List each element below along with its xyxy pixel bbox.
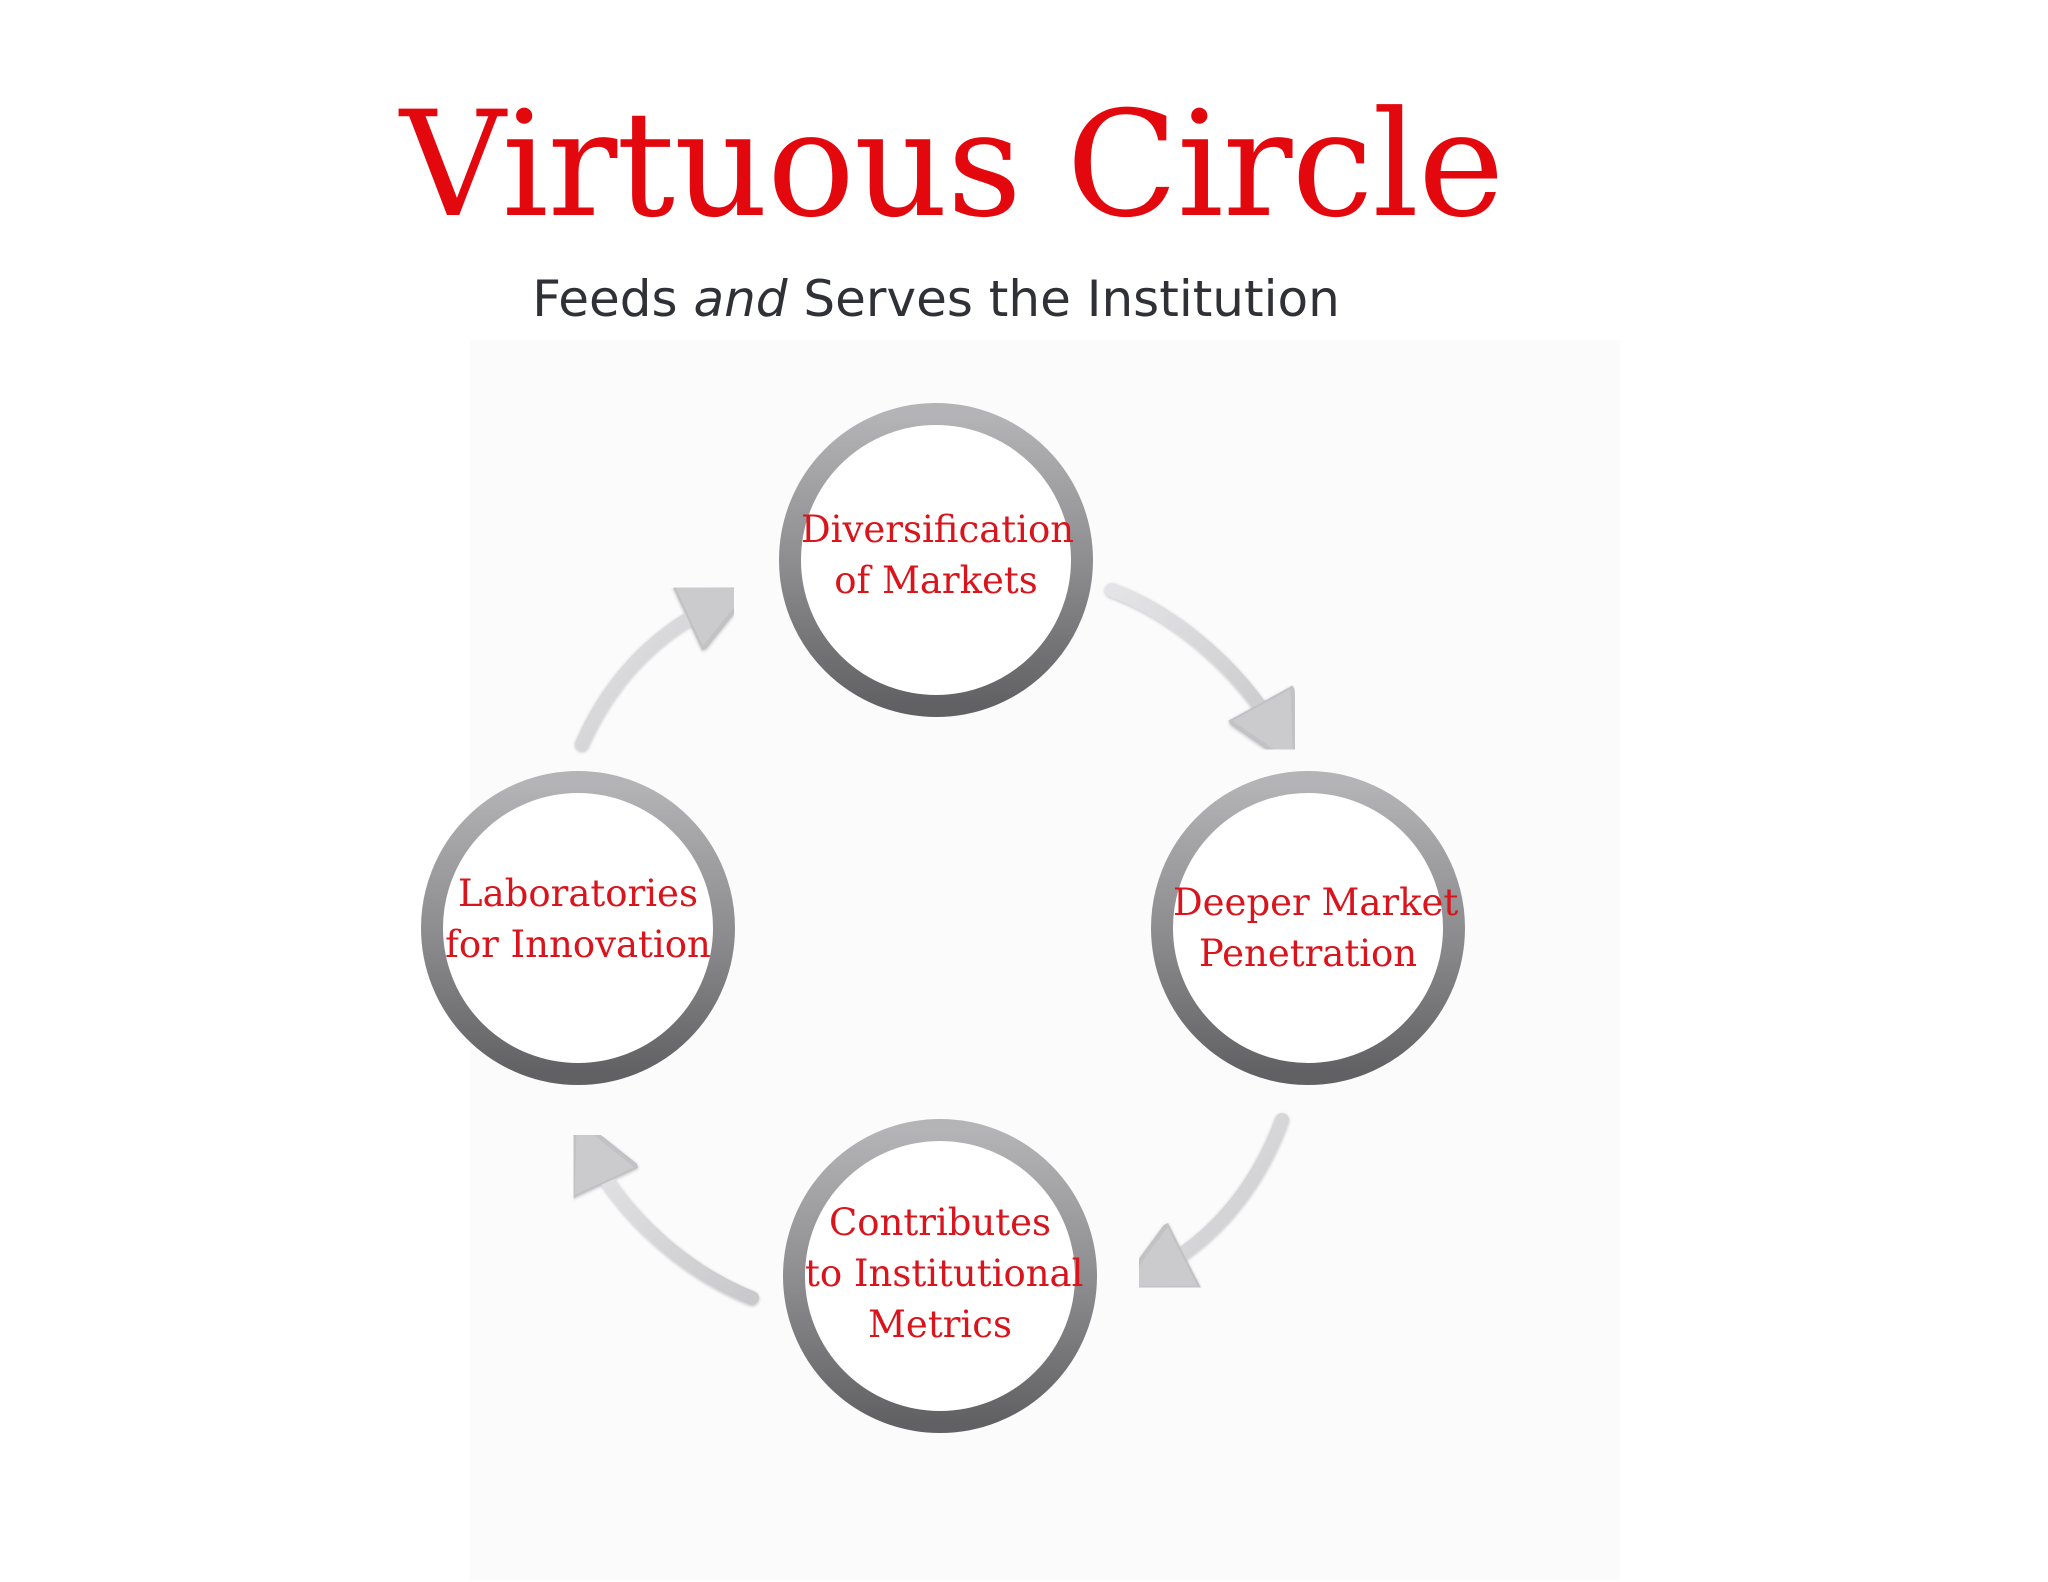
node-bottom-ring	[783, 1119, 1097, 1433]
diagram-subtitle: Feeds and Serves the Institution	[380, 274, 1492, 324]
node-left-ring	[421, 771, 735, 1085]
node-left-label: Laboratories for Innovation	[443, 868, 713, 970]
node-top-line-1: Diversification	[801, 508, 1075, 551]
arrow-left-to-top	[575, 602, 720, 751]
node-left-line-1: Laboratories	[458, 872, 698, 915]
arrow-bottom-to-left	[590, 1150, 759, 1305]
arrow-right-to-bottom	[1152, 1113, 1289, 1272]
node-right-ring	[1151, 771, 1465, 1085]
node-top-line-2: of Markets	[834, 559, 1038, 602]
arrow-top-to-right	[1105, 583, 1278, 735]
subtitle-text-start: Feeds	[532, 270, 694, 328]
node-bottom-label: Contributes to Institutional Metrics	[805, 1197, 1084, 1350]
node-right-line-1: Deeper Market	[1173, 881, 1459, 924]
node-right-label: Deeper Market Penetration	[1173, 877, 1459, 979]
node-left-line-2: for Innovation	[445, 923, 711, 966]
node-right-line-2: Penetration	[1198, 932, 1418, 975]
node-top-ring	[779, 403, 1093, 717]
node-top-label: Diversification of Markets	[801, 504, 1075, 606]
node-bottom-line-3: Metrics	[868, 1303, 1012, 1346]
subtitle-emphasis: and	[693, 270, 788, 328]
node-bottom-line-1: Contributes	[828, 1201, 1052, 1244]
node-bottom-line-2: to Institutional	[805, 1252, 1084, 1295]
subtitle-text-end: Serves the Institution	[787, 270, 1340, 328]
diagram-title: Virtuous Circle	[400, 80, 1504, 250]
